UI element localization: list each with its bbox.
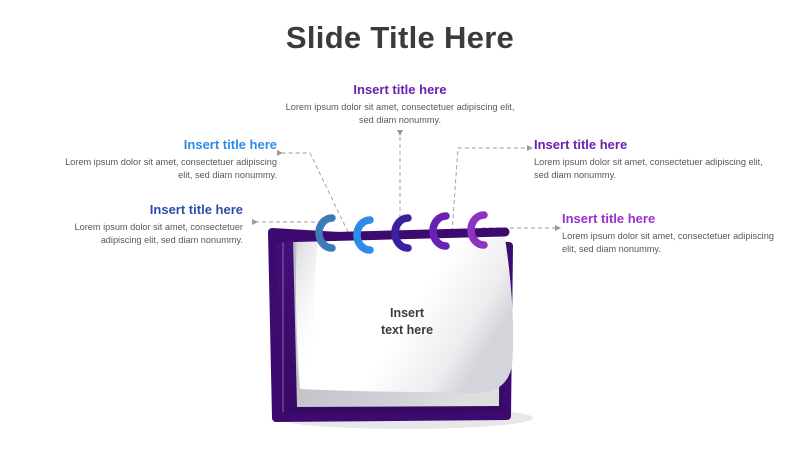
callout-upper-right[interactable]: Insert title here Lorem ipsum dolor sit … xyxy=(534,137,764,182)
connector-upper-right xyxy=(451,145,533,233)
callout-body: Lorem ipsum dolor sit amet, consectetuer… xyxy=(534,157,763,181)
spiral-ring-1 xyxy=(315,214,336,252)
spiral-ring-2 xyxy=(353,216,374,254)
callout-title: Insert title here xyxy=(562,211,656,226)
callout-top-center[interactable]: Insert title here Lorem ipsum dolor sit … xyxy=(285,82,515,127)
notepad-binding-bar xyxy=(271,227,510,243)
callout-body: Lorem ipsum dolor sit amet, consectetuer… xyxy=(562,231,774,255)
callout-lower-left[interactable]: Insert title here Lorem ipsum dolor sit … xyxy=(35,202,243,247)
notepad-page-text: Insert text here xyxy=(352,305,462,339)
notepad-page-shading xyxy=(296,240,318,388)
spiral-ring-4 xyxy=(429,212,450,250)
notepad-front-page xyxy=(296,238,514,394)
page-text-line-1: Insert xyxy=(389,306,425,320)
page-text-line-2: text here xyxy=(380,322,434,337)
callout-upper-left[interactable]: Insert title here Lorem ipsum dolor sit … xyxy=(55,137,277,182)
callout-body: Lorem ipsum dolor sit amet, consectetuer… xyxy=(65,157,277,181)
callout-body: Lorem ipsum dolor sit amet, consectetuer… xyxy=(74,222,243,246)
spiral-ring-5 xyxy=(467,211,488,249)
callout-body: Lorem ipsum dolor sit amet, consectetuer… xyxy=(285,102,515,126)
callout-title: Insert title here xyxy=(534,137,628,152)
connector-upper-left xyxy=(277,150,349,233)
spiral-ring-3 xyxy=(391,214,412,252)
callout-lower-right[interactable]: Insert title here Lorem ipsum dolor sit … xyxy=(562,211,784,256)
callout-title: Insert title here xyxy=(149,202,243,217)
callout-title: Insert title here xyxy=(183,137,277,152)
page-title: Slide Title Here xyxy=(285,20,515,55)
callout-title: Insert title here xyxy=(353,82,447,97)
